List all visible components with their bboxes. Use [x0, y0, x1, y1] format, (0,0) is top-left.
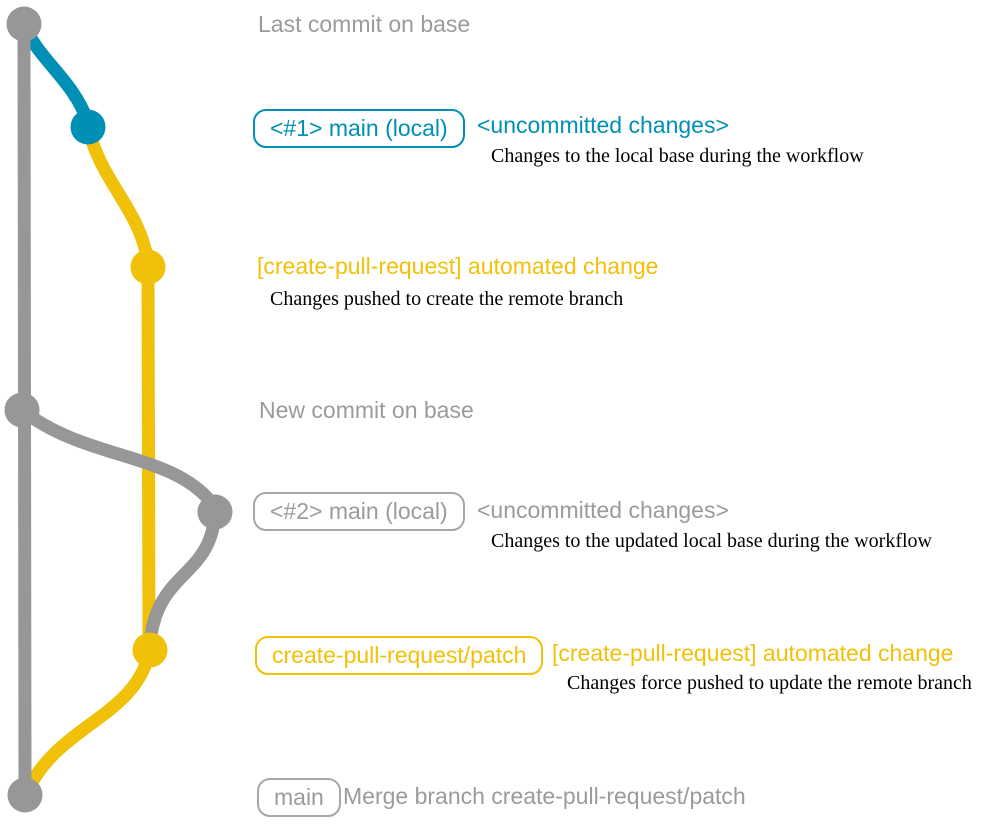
badge-main-local-1: <#1> main (local): [253, 109, 465, 148]
badge-main-label: main: [274, 784, 324, 810]
badge-patch-branch: create-pull-request/patch: [255, 636, 544, 675]
label-automated-change-1: [create-pull-request] automated change: [257, 253, 659, 279]
note-force-pushed-update-remote: Changes force pushed to update the remot…: [567, 672, 972, 694]
note-local-base-changes: Changes to the local base during the wor…: [491, 145, 864, 167]
commit-node-last-base: [6, 6, 42, 42]
local-main-branch-curve: [17, 17, 95, 129]
label-new-commit-on-base: New commit on base: [259, 397, 474, 423]
note-pushed-create-remote: Changes pushed to create the remote bran…: [270, 288, 624, 310]
badge-main-local-2: <#2> main (local): [253, 492, 465, 531]
label-merge-branch: Merge branch create-pull-request/patch: [343, 783, 746, 809]
commit-node-patch-2: [132, 632, 168, 668]
commit-node-new-base: [4, 392, 40, 428]
commit-node-patch-1: [130, 249, 166, 285]
updated-local-branch-curve: [15, 403, 218, 509]
commit-node-main-local-2: [197, 494, 233, 530]
commit-node-main-local-1: [70, 109, 106, 145]
label-uncommitted-changes-2: <uncommitted changes>: [477, 497, 729, 523]
patch-branch-create-curve: [81, 120, 155, 269]
note-updated-local-base-changes: Changes to the updated local base during…: [491, 530, 932, 552]
patch-branch-merge-curve: [20, 643, 157, 799]
badge-main-local-2-label: <#2> main (local): [270, 498, 448, 524]
force-push-curve: [143, 505, 222, 651]
label-last-commit-on-base: Last commit on base: [258, 11, 471, 37]
badge-main: main: [257, 778, 341, 817]
label-automated-change-2: [create-pull-request] automated change: [552, 640, 954, 666]
commit-node-merge: [7, 777, 43, 813]
git-graph-lines: [4, 6, 233, 813]
label-uncommitted-changes-1: <uncommitted changes>: [477, 112, 729, 138]
badge-patch-branch-label: create-pull-request/patch: [272, 642, 527, 668]
badge-main-local-1-label: <#1> main (local): [270, 115, 448, 141]
